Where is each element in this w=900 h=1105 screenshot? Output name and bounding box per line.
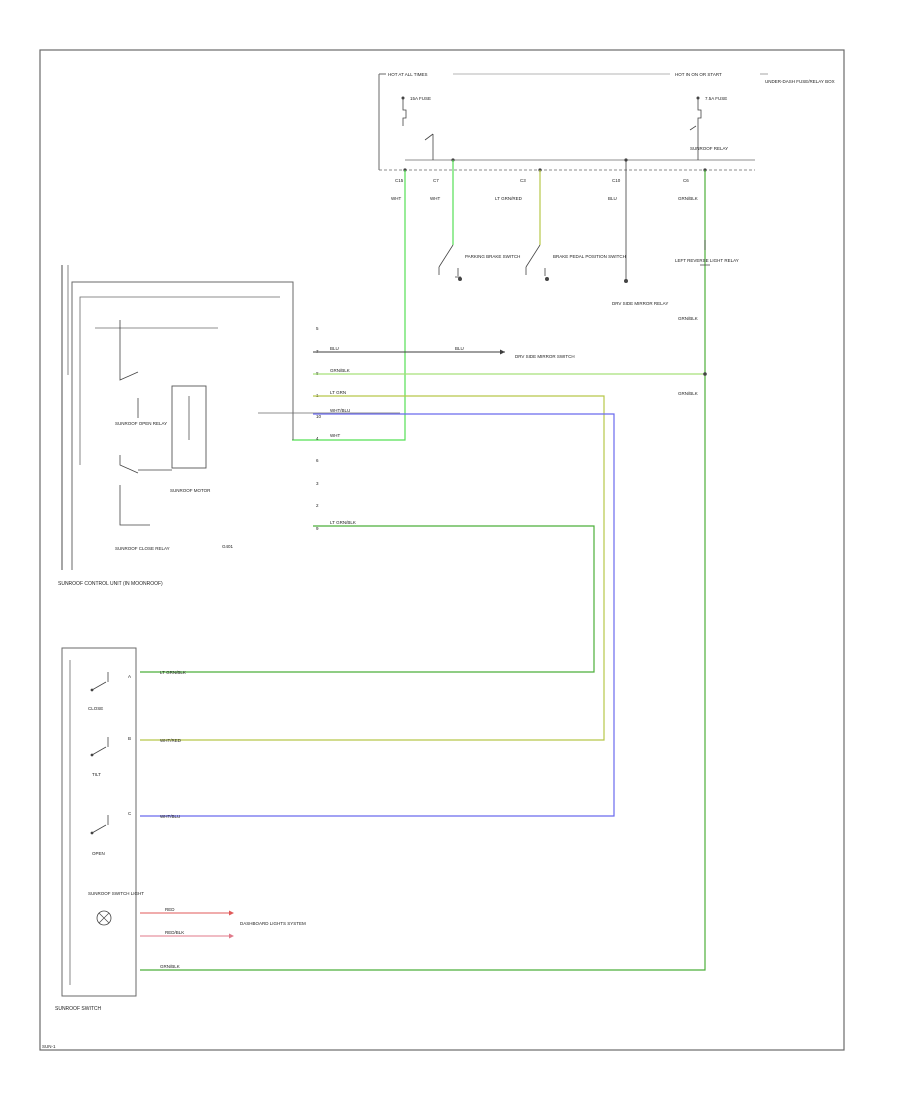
- control-unit-pins: 5 7 8 1 10 4 6 3 2 9: [316, 326, 322, 531]
- cu-wire-label: WHT/BLU: [330, 408, 350, 413]
- top-wire-label: GRN/BLK: [678, 196, 698, 201]
- fuse-left-label: 15A FUSE: [410, 96, 431, 101]
- wire-ltgrn-cu: [140, 395, 605, 741]
- cu-pin: 10: [316, 414, 322, 419]
- corner-code: SUN-1: [42, 1044, 56, 1049]
- reverse-relay-label: LEFT REVERSE LIGHT RELAY: [675, 258, 739, 263]
- top-connectors: C15 C7 C3 C10 C6 WHT WHT LT GRN/RED BLU …: [391, 178, 698, 201]
- cu-pin: 3: [316, 481, 319, 486]
- right-wire-label: GRN/BLK: [678, 391, 698, 396]
- light-target-label: DASHBOARD LIGHTS SYSTEM: [240, 921, 306, 926]
- bottom-wire-label: GRN/BLK: [160, 964, 180, 969]
- top-wire-label: LT GRN/RED: [495, 196, 523, 201]
- mirror-relay: DRV SIDE MIRROR RELAY: [612, 279, 668, 306]
- outgoing-target-label: DRV SIDE MIRROR SWITCH: [515, 354, 575, 359]
- fuse-box-name: UNDER-DASH FUSE/RELAY BOX: [765, 79, 835, 84]
- top-pin: C10: [612, 178, 621, 183]
- cu-pin: 2: [316, 503, 319, 508]
- cu-wire-label: GRN/BLK: [330, 368, 350, 373]
- switch-pin: B: [128, 736, 131, 741]
- cu-pin: 6: [316, 458, 319, 463]
- switch-pin: C: [128, 811, 132, 816]
- brake-pedal-label: BRAKE PEDAL POSITION SWITCH: [553, 254, 626, 259]
- reverse-light-relay: LEFT REVERSE LIGHT RELAY: [675, 240, 739, 266]
- fuse-box-right-label: HOT IN ON OR START: [675, 72, 722, 77]
- relay-close-label: SUNROOF CLOSE RELAY: [115, 546, 170, 551]
- light-wire-label: RED: [165, 907, 175, 912]
- mirror-relay-label: DRV SIDE MIRROR RELAY: [612, 301, 668, 306]
- parking-brake-switch: PARKING BRAKE SWITCH: [438, 244, 520, 281]
- switch-position: TILT: [92, 772, 101, 777]
- brake-pedal-switch: BRAKE PEDAL POSITION SWITCH: [525, 244, 626, 281]
- wire-grn-blk-right: [140, 170, 706, 971]
- wire-wht-blu-cu: [140, 413, 615, 817]
- fuse-right-label: 7.5A FUSE: [705, 96, 727, 101]
- cu-wire-label: LT GRN: [330, 390, 346, 395]
- ground-label: G401: [222, 544, 234, 549]
- diagram-frame: [39, 49, 845, 1051]
- light-wire-label: RED/BLK: [165, 930, 184, 935]
- motor-label: SUNROOF MOTOR: [170, 488, 211, 493]
- top-pin: C6: [683, 178, 689, 183]
- right-wire-label: GRN/BLK: [678, 316, 698, 321]
- switch-wire-label: WHT/RED: [160, 738, 182, 743]
- park-brake-label: PARKING BRAKE SWITCH: [465, 254, 520, 259]
- sunroof-switch-label: SUNROOF SWITCH: [55, 1006, 101, 1012]
- top-pin: C7: [433, 178, 439, 183]
- switch-position: OPEN: [92, 851, 105, 856]
- wire-wht-main: [292, 170, 406, 441]
- top-wire-label: WHT: [391, 196, 401, 201]
- sunroof-relay-label: SUNROOF RELAY: [690, 146, 728, 151]
- cu-wire-label: LT GRN/BLK: [330, 520, 356, 525]
- top-wire-label: WHT: [430, 196, 440, 201]
- control-unit-label: SUNROOF CONTROL UNIT (IN MOONROOF): [58, 581, 163, 587]
- switch-light-label: SUNROOF SWITCH LIGHT: [88, 891, 144, 896]
- cu-pin: 5: [316, 326, 319, 331]
- cu-wire-label: WHT: [330, 433, 340, 438]
- cu-pin: 9: [316, 526, 319, 531]
- relay-open-label: SUNROOF OPEN RELAY: [115, 421, 167, 426]
- fuse-box-left-label: HOT AT ALL TIMES: [388, 72, 428, 77]
- cu-pin: 7: [316, 349, 319, 354]
- outgoing-wire-label: BLU: [455, 346, 464, 351]
- cu-pin: 4: [316, 436, 319, 441]
- top-wire-label: BLU: [608, 196, 617, 201]
- sunroof-switch: CLOSE TILT OPEN A B C SUNROOF SWITCH LIG…: [55, 647, 144, 1012]
- wire-ltgrn-blk-cu: [140, 525, 595, 673]
- switch-wire-label: WHT/BLU: [160, 814, 180, 819]
- top-pin: C15: [395, 178, 404, 183]
- sunroof-control-unit: SUNROOF OPEN RELAY SUNROOF CLOSE RELAY S…: [58, 265, 400, 587]
- switch-wire-label: LT GRN/BLK: [160, 670, 186, 675]
- fuse-relay-box: HOT AT ALL TIMES HOT IN ON OR START UNDE…: [378, 72, 835, 172]
- switch-pin: A: [128, 674, 131, 679]
- switch-position: CLOSE: [88, 706, 103, 711]
- top-pin: C3: [520, 178, 526, 183]
- cu-wire-label: BLU: [330, 346, 339, 351]
